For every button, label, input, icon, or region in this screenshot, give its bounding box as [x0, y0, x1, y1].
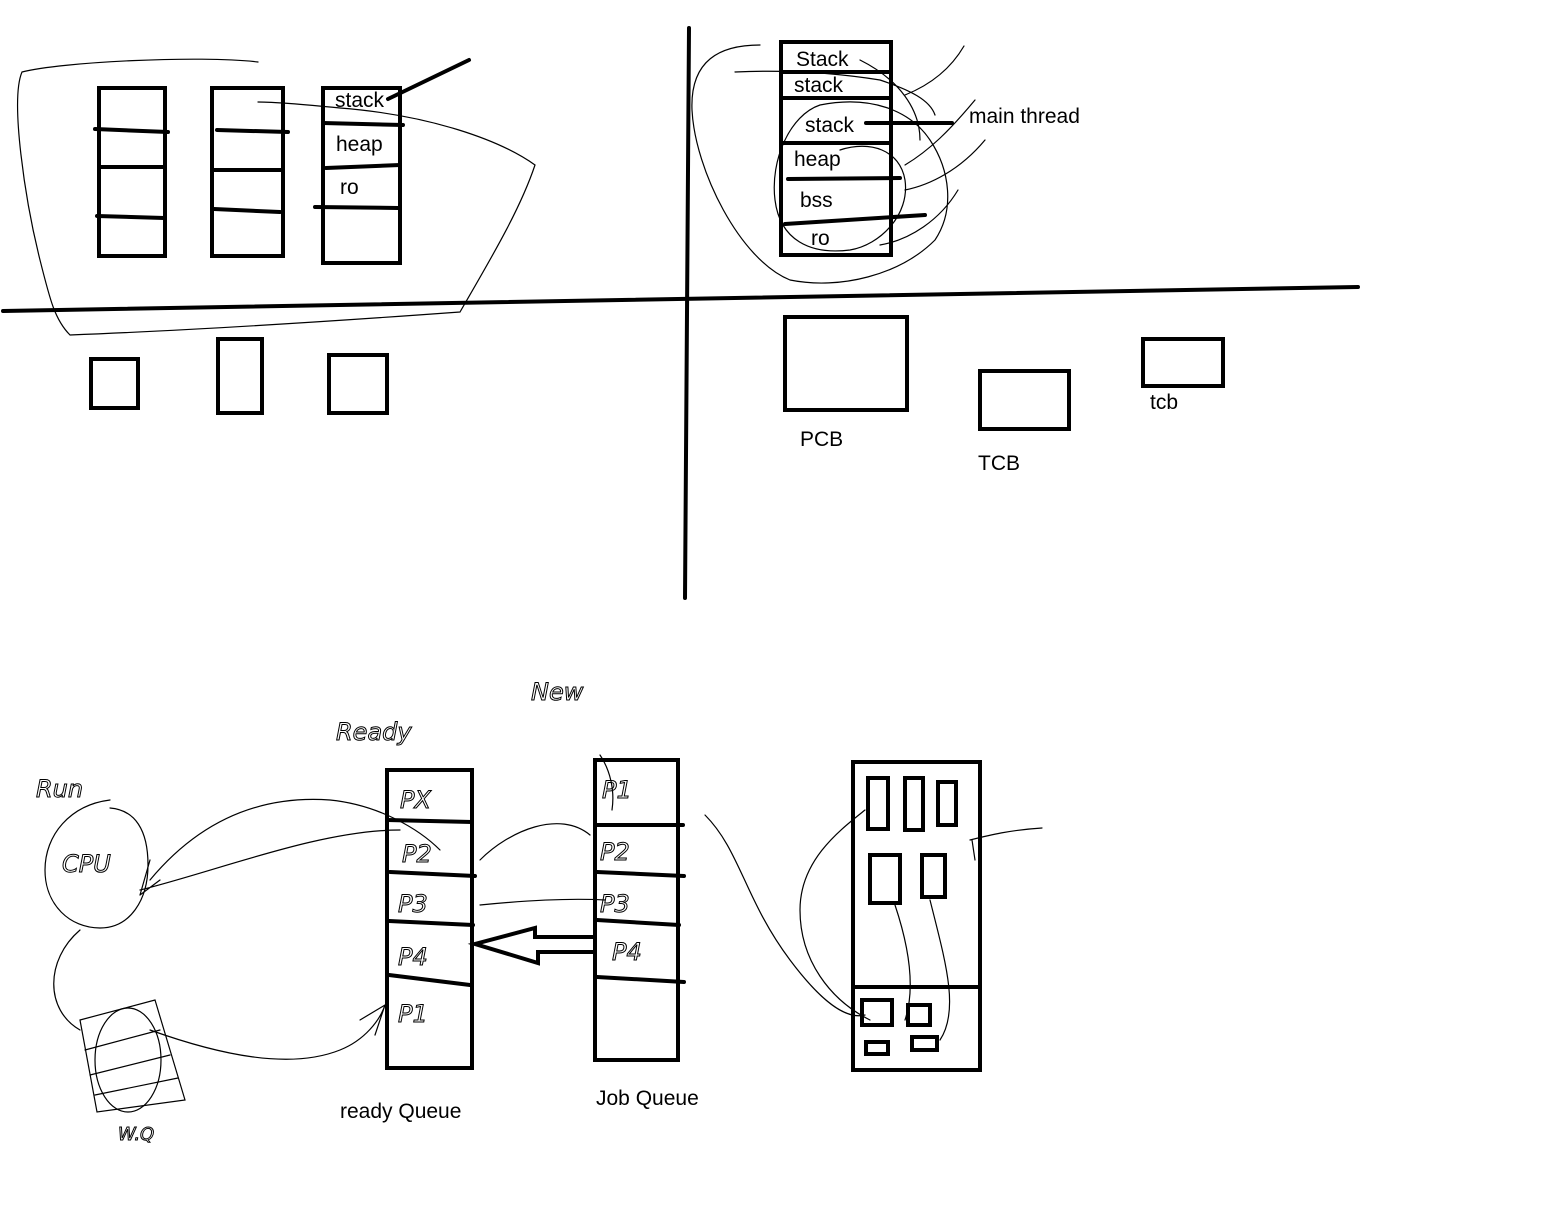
system-box: [851, 760, 982, 1072]
job-queue-box: [593, 758, 686, 1062]
process-box-1: [93, 86, 170, 258]
wq-box: [79, 999, 186, 1113]
job-item-p2: P2: [600, 838, 630, 866]
process-box-2: [210, 86, 290, 258]
top-left-outline: [17, 58, 536, 336]
pcb-label: PCB: [800, 428, 843, 451]
hw-cpu: CPU: [62, 850, 111, 878]
vertical-divider: [683, 26, 691, 600]
ready-queue-label: ready Queue: [340, 1100, 461, 1123]
process-box-3: [313, 58, 471, 265]
tcb-small-label: tcb: [1150, 391, 1178, 414]
memory-scribble: [691, 44, 986, 284]
tcb-small-box: [1141, 337, 1225, 388]
job-queue-label: Job Queue: [596, 1087, 699, 1110]
system-scribble: [799, 809, 1043, 1041]
horizontal-divider: [1, 285, 1360, 313]
tl-segment-heap: heap: [336, 133, 383, 156]
job-item-p1: P1: [602, 776, 632, 804]
tr-segment-Stack: Stack: [796, 48, 849, 71]
small-box-2: [216, 337, 264, 415]
ready-queue-box: [385, 768, 477, 1070]
tcb-label: TCB: [978, 452, 1020, 475]
ready-item-p3: P3: [398, 890, 428, 918]
job-item-p3: P3: [600, 890, 630, 918]
hw-new: New: [531, 678, 584, 706]
main-thread-label: main thread: [969, 105, 1080, 128]
pcb-box: [783, 315, 909, 412]
cpu-circle: [44, 799, 149, 929]
hw-run: Run: [36, 775, 83, 803]
small-box-1: [89, 357, 140, 410]
ready-item-p1: P1: [398, 1000, 428, 1028]
hw-wq: W.Q: [118, 1124, 154, 1145]
tcb-box: [978, 369, 1071, 431]
tr-segment-stack-1: stack: [794, 74, 844, 97]
tl-segment-ro: ro: [340, 176, 359, 199]
tl-segment-stack: stack: [335, 89, 385, 112]
job-to-ready-arrow: [467, 925, 597, 966]
ready-item-p2: P2: [402, 840, 432, 868]
small-box-3: [327, 353, 389, 415]
ready-item-px: PX: [400, 786, 431, 814]
tr-segment-heap: heap: [794, 148, 841, 171]
tr-segment-stack-2: stack: [805, 114, 855, 137]
job-item-p4: P4: [612, 938, 642, 966]
memory-layout-box: [779, 40, 954, 257]
tr-segment-bss: bss: [800, 189, 833, 212]
hw-ready: Ready: [336, 718, 412, 746]
ready-item-p4: P4: [398, 943, 428, 971]
tr-segment-ro: ro: [811, 227, 830, 250]
flow-scribbles: [53, 754, 866, 1060]
